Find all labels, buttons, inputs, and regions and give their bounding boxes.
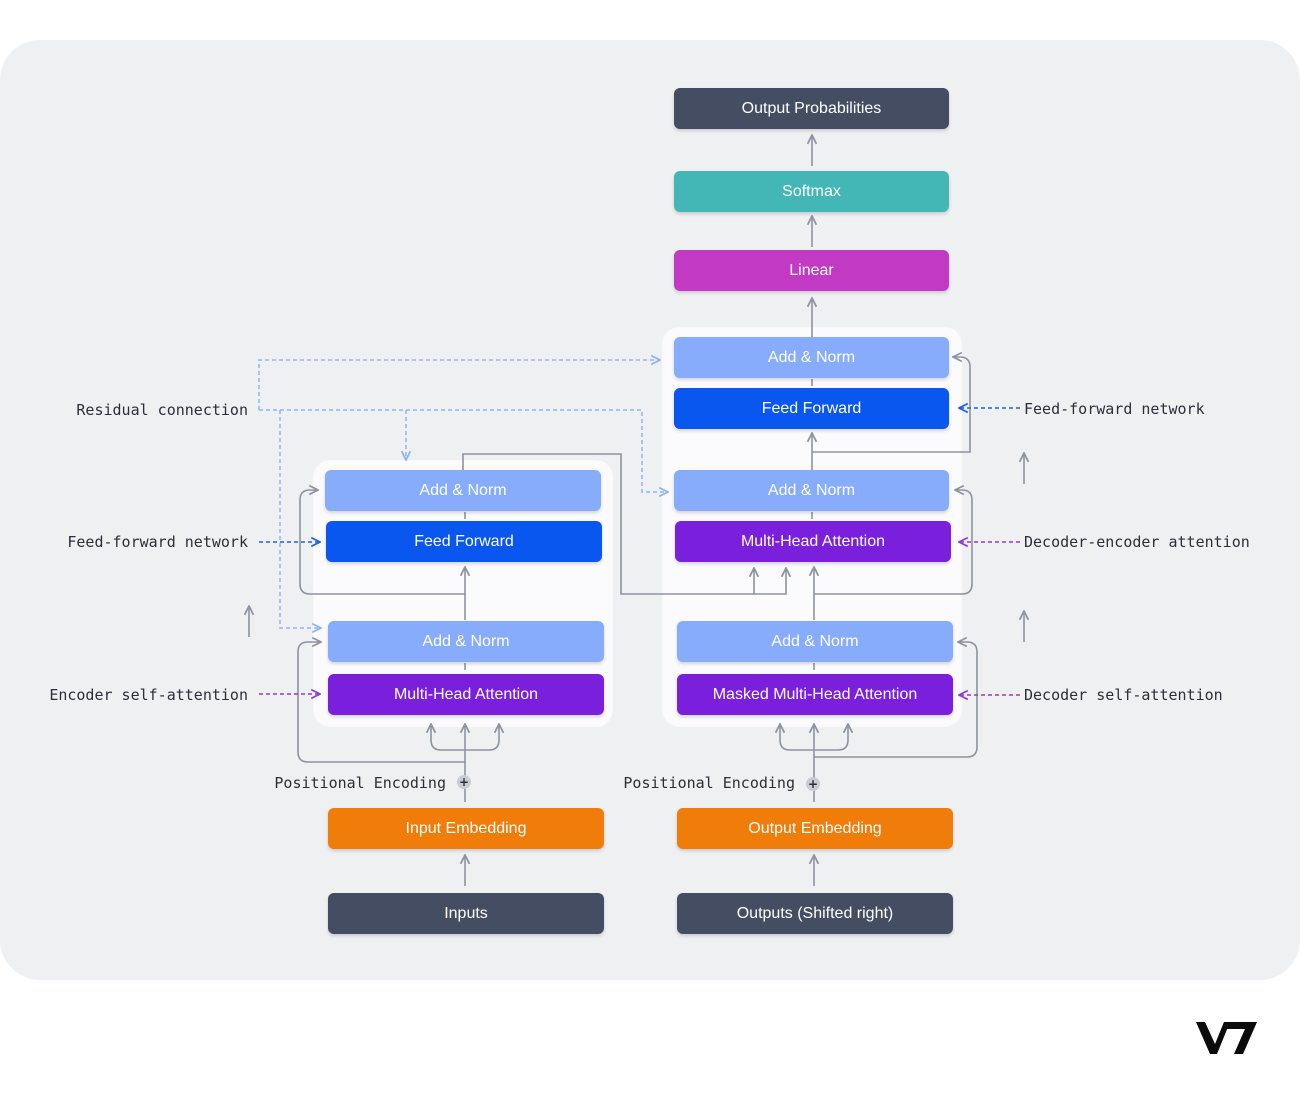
encoder-add-norm-top-block: Add & Norm xyxy=(325,470,601,511)
decoder-add-norm-bottom-block: Add & Norm xyxy=(677,621,953,662)
decoder-feed-forward-block: Feed Forward xyxy=(674,388,949,429)
decoder-add-norm-top-block: Add & Norm xyxy=(674,337,949,378)
decoder-masked-multi-head-attention-block: Masked Multi-Head Attention xyxy=(677,674,953,715)
positional-encoding-left-label: Positional Encoding xyxy=(274,774,446,792)
encoder-multi-head-attention-block: Multi-Head Attention xyxy=(328,674,604,715)
decoder-encoder-attention-label: Decoder-encoder attention xyxy=(1024,533,1250,551)
diagram-background xyxy=(0,40,1300,980)
decoder-add-norm-mid-block: Add & Norm xyxy=(674,470,949,511)
encoder-feed-forward-network-label: Feed-forward network xyxy=(67,533,248,551)
positional-encoding-right-plus-icon: + xyxy=(806,777,820,791)
softmax-block: Softmax xyxy=(674,171,949,212)
decoder-multi-head-attention-block: Multi-Head Attention xyxy=(675,521,951,562)
input-embedding-block: Input Embedding xyxy=(328,808,604,849)
encoder-self-attention-label: Encoder self-attention xyxy=(49,686,248,704)
linear-block: Linear xyxy=(674,250,949,291)
output-probabilities-block: Output Probabilities xyxy=(674,88,949,129)
positional-encoding-right-label: Positional Encoding xyxy=(623,774,795,792)
v7-logo xyxy=(1196,1022,1257,1054)
outputs-shifted-right-block: Outputs (Shifted right) xyxy=(677,893,953,934)
inputs-block: Inputs xyxy=(328,893,604,934)
output-embedding-block: Output Embedding xyxy=(677,808,953,849)
decoder-self-attention-label: Decoder self-attention xyxy=(1024,686,1223,704)
decoder-feed-forward-network-label: Feed-forward network xyxy=(1024,400,1205,418)
residual-connection-label: Residual connection xyxy=(76,401,248,419)
encoder-feed-forward-block: Feed Forward xyxy=(326,521,602,562)
positional-encoding-left-plus-icon: + xyxy=(457,775,471,789)
encoder-add-norm-bottom-block: Add & Norm xyxy=(328,621,604,662)
